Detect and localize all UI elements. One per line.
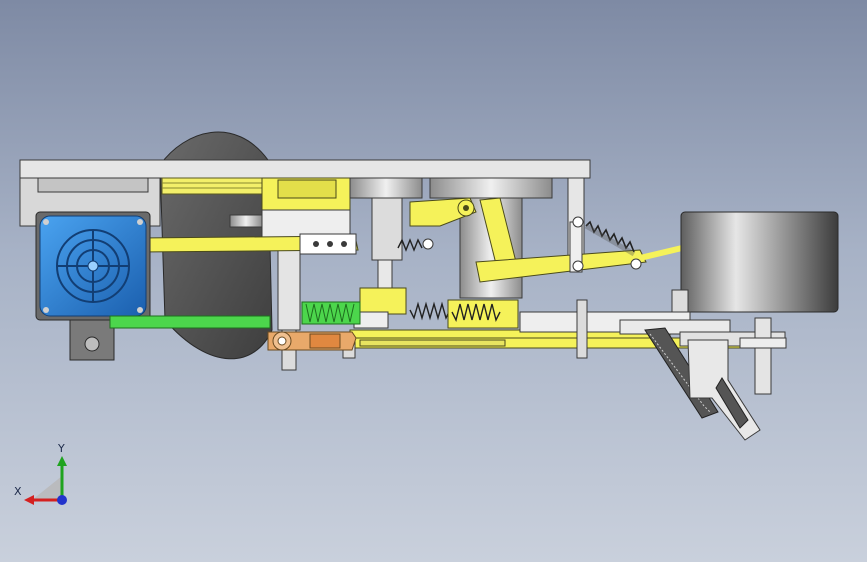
guide-rail xyxy=(161,177,263,195)
frame-rib xyxy=(37,177,149,193)
y-axis-label: Y xyxy=(57,442,65,455)
drive-roller xyxy=(680,211,839,313)
axis-triad-plane xyxy=(32,476,62,500)
cylinder-left xyxy=(349,177,423,199)
top-frame-plate xyxy=(19,159,591,179)
compression-spring-left xyxy=(409,301,451,321)
rocker-link xyxy=(475,249,647,283)
x-axis-label: X xyxy=(14,485,22,498)
motor-shaft xyxy=(87,260,99,272)
z-axis-dot xyxy=(57,495,67,505)
compression-spring-right xyxy=(451,303,501,323)
cylinder-right xyxy=(429,177,553,199)
axis-triad: Y X xyxy=(14,442,67,505)
tension-spring-upper xyxy=(585,220,635,253)
green-base-strip xyxy=(109,315,271,329)
small-spring xyxy=(397,238,423,252)
